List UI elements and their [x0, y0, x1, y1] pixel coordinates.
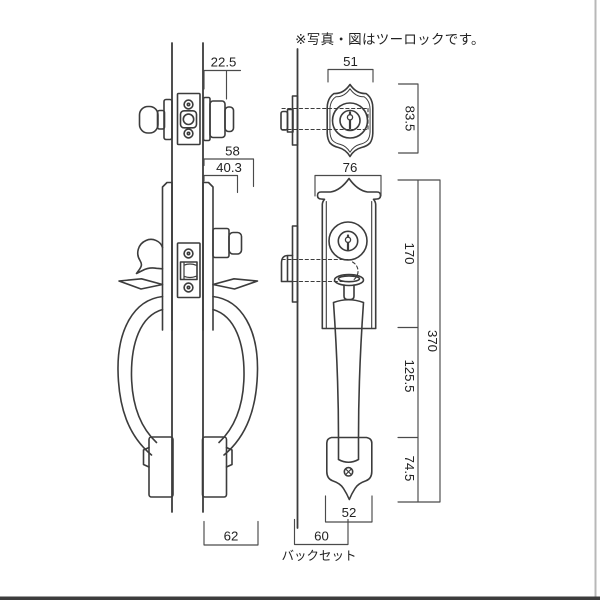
- dim-60-lines: [293, 518, 349, 546]
- thumbturn-rose: [163, 98, 173, 141]
- mounting-screw-cross: [345, 468, 352, 475]
- dim-83-5-lines: [397, 83, 419, 154]
- dim-52-lines: [324, 495, 373, 523]
- faceplate-screw: [183, 282, 194, 293]
- lower-plate-molding-interior: [142, 446, 150, 468]
- latch-alignment-dashes: [281, 258, 359, 283]
- faceplate-screw-dot: [186, 102, 191, 107]
- dim-58-lines: [203, 158, 255, 188]
- latch-bolt-profile: [183, 261, 197, 280]
- latch-faceplate-front: [291, 225, 299, 303]
- main-handleset-front-view: [280, 177, 382, 501]
- main-lock-side-view: [117, 181, 259, 498]
- dim-22-5-value: 22.5: [211, 55, 237, 70]
- grip-handle-exterior-side: [212, 295, 259, 456]
- deadbolt-faceplate: [176, 92, 201, 146]
- dimensions: [203, 68, 441, 546]
- labels: ※写真・図はツーロックです。 22.5 58 40.3 62 51 83.5 7…: [211, 32, 485, 563]
- front-view: [280, 48, 382, 529]
- mounting-screw: [343, 466, 354, 477]
- dim-370-value: 370: [425, 330, 440, 352]
- deadbolt-hub-circle: [182, 113, 195, 126]
- thumbturn-side: [135, 238, 164, 275]
- thumbpiece-lever-exterior: [212, 278, 259, 290]
- dim-76-value: 76: [343, 160, 358, 175]
- cylinder-tip-side: [224, 106, 235, 133]
- dim-125-5-value: 125.5: [402, 359, 417, 392]
- deadbolt-cylinder-face: [339, 109, 361, 132]
- main-cylinder-face: [337, 230, 359, 252]
- faceplate-screw: [183, 99, 194, 110]
- plate-molding-lines: [325, 200, 373, 330]
- thumbpiece-pad-top: [337, 275, 361, 283]
- deadbolt-escutcheon-molding: [329, 88, 371, 153]
- deadbolt-cylinder-collar: [331, 102, 369, 139]
- dim-right-stack-lines: [397, 179, 441, 503]
- deadbolt-side-view: [138, 92, 235, 146]
- dim-22-5-lines: [203, 69, 242, 100]
- side-view: [117, 42, 259, 513]
- latch-bolt-front: [280, 254, 294, 283]
- grip-handle-front: [332, 298, 365, 464]
- dim-83-5-value: 83.5: [403, 106, 418, 132]
- interior-plate-side: [161, 181, 173, 331]
- latch-opening: [179, 261, 198, 281]
- page-bottom-border: [0, 596, 600, 600]
- dim-74-5-value: 74.5: [402, 456, 417, 482]
- faceplate-screw: [183, 128, 194, 139]
- dim-51-lines: [327, 68, 374, 83]
- lower-plate-molding-exterior: [225, 446, 233, 468]
- main-keyhole-circle: [344, 236, 352, 244]
- main-cylinder-tip-side: [228, 231, 243, 255]
- dim-76-lines: [314, 174, 382, 197]
- dim-62-lines: [203, 520, 259, 546]
- note-text: ※写真・図はツーロックです。: [295, 32, 485, 47]
- deadbolt-escutcheon: [326, 83, 374, 158]
- backset-label: バックセット: [281, 549, 356, 563]
- faceplate-screw: [183, 248, 194, 259]
- thumbpiece-pad: [333, 273, 365, 287]
- deadbolt-keyhole-circle: [346, 114, 354, 121]
- dim-60-value: 60: [314, 529, 329, 544]
- thumbpiece-lever-interior: [118, 278, 164, 290]
- dim-170-value: 170: [402, 242, 417, 264]
- dim-51-value: 51: [343, 54, 358, 69]
- dim-40-3-lines: [203, 174, 239, 194]
- deadbolt-hub: [179, 110, 198, 129]
- faceplate-screw-dot: [186, 131, 191, 136]
- dim-62-value: 62: [224, 529, 239, 544]
- lower-plate-front: [326, 436, 373, 501]
- latch-faceplate: [176, 242, 201, 299]
- faceplate-screw-dot: [186, 285, 191, 290]
- dim-52-value: 52: [342, 505, 357, 520]
- deadbolt-front-view: [280, 83, 374, 158]
- main-escutcheon-plate: [316, 177, 382, 330]
- faceplate-screw-dot: [186, 251, 191, 256]
- dim-58-value: 58: [225, 144, 240, 159]
- grip-handle-interior-side: [117, 295, 164, 456]
- dim-40-3-value: 40.3: [216, 160, 242, 175]
